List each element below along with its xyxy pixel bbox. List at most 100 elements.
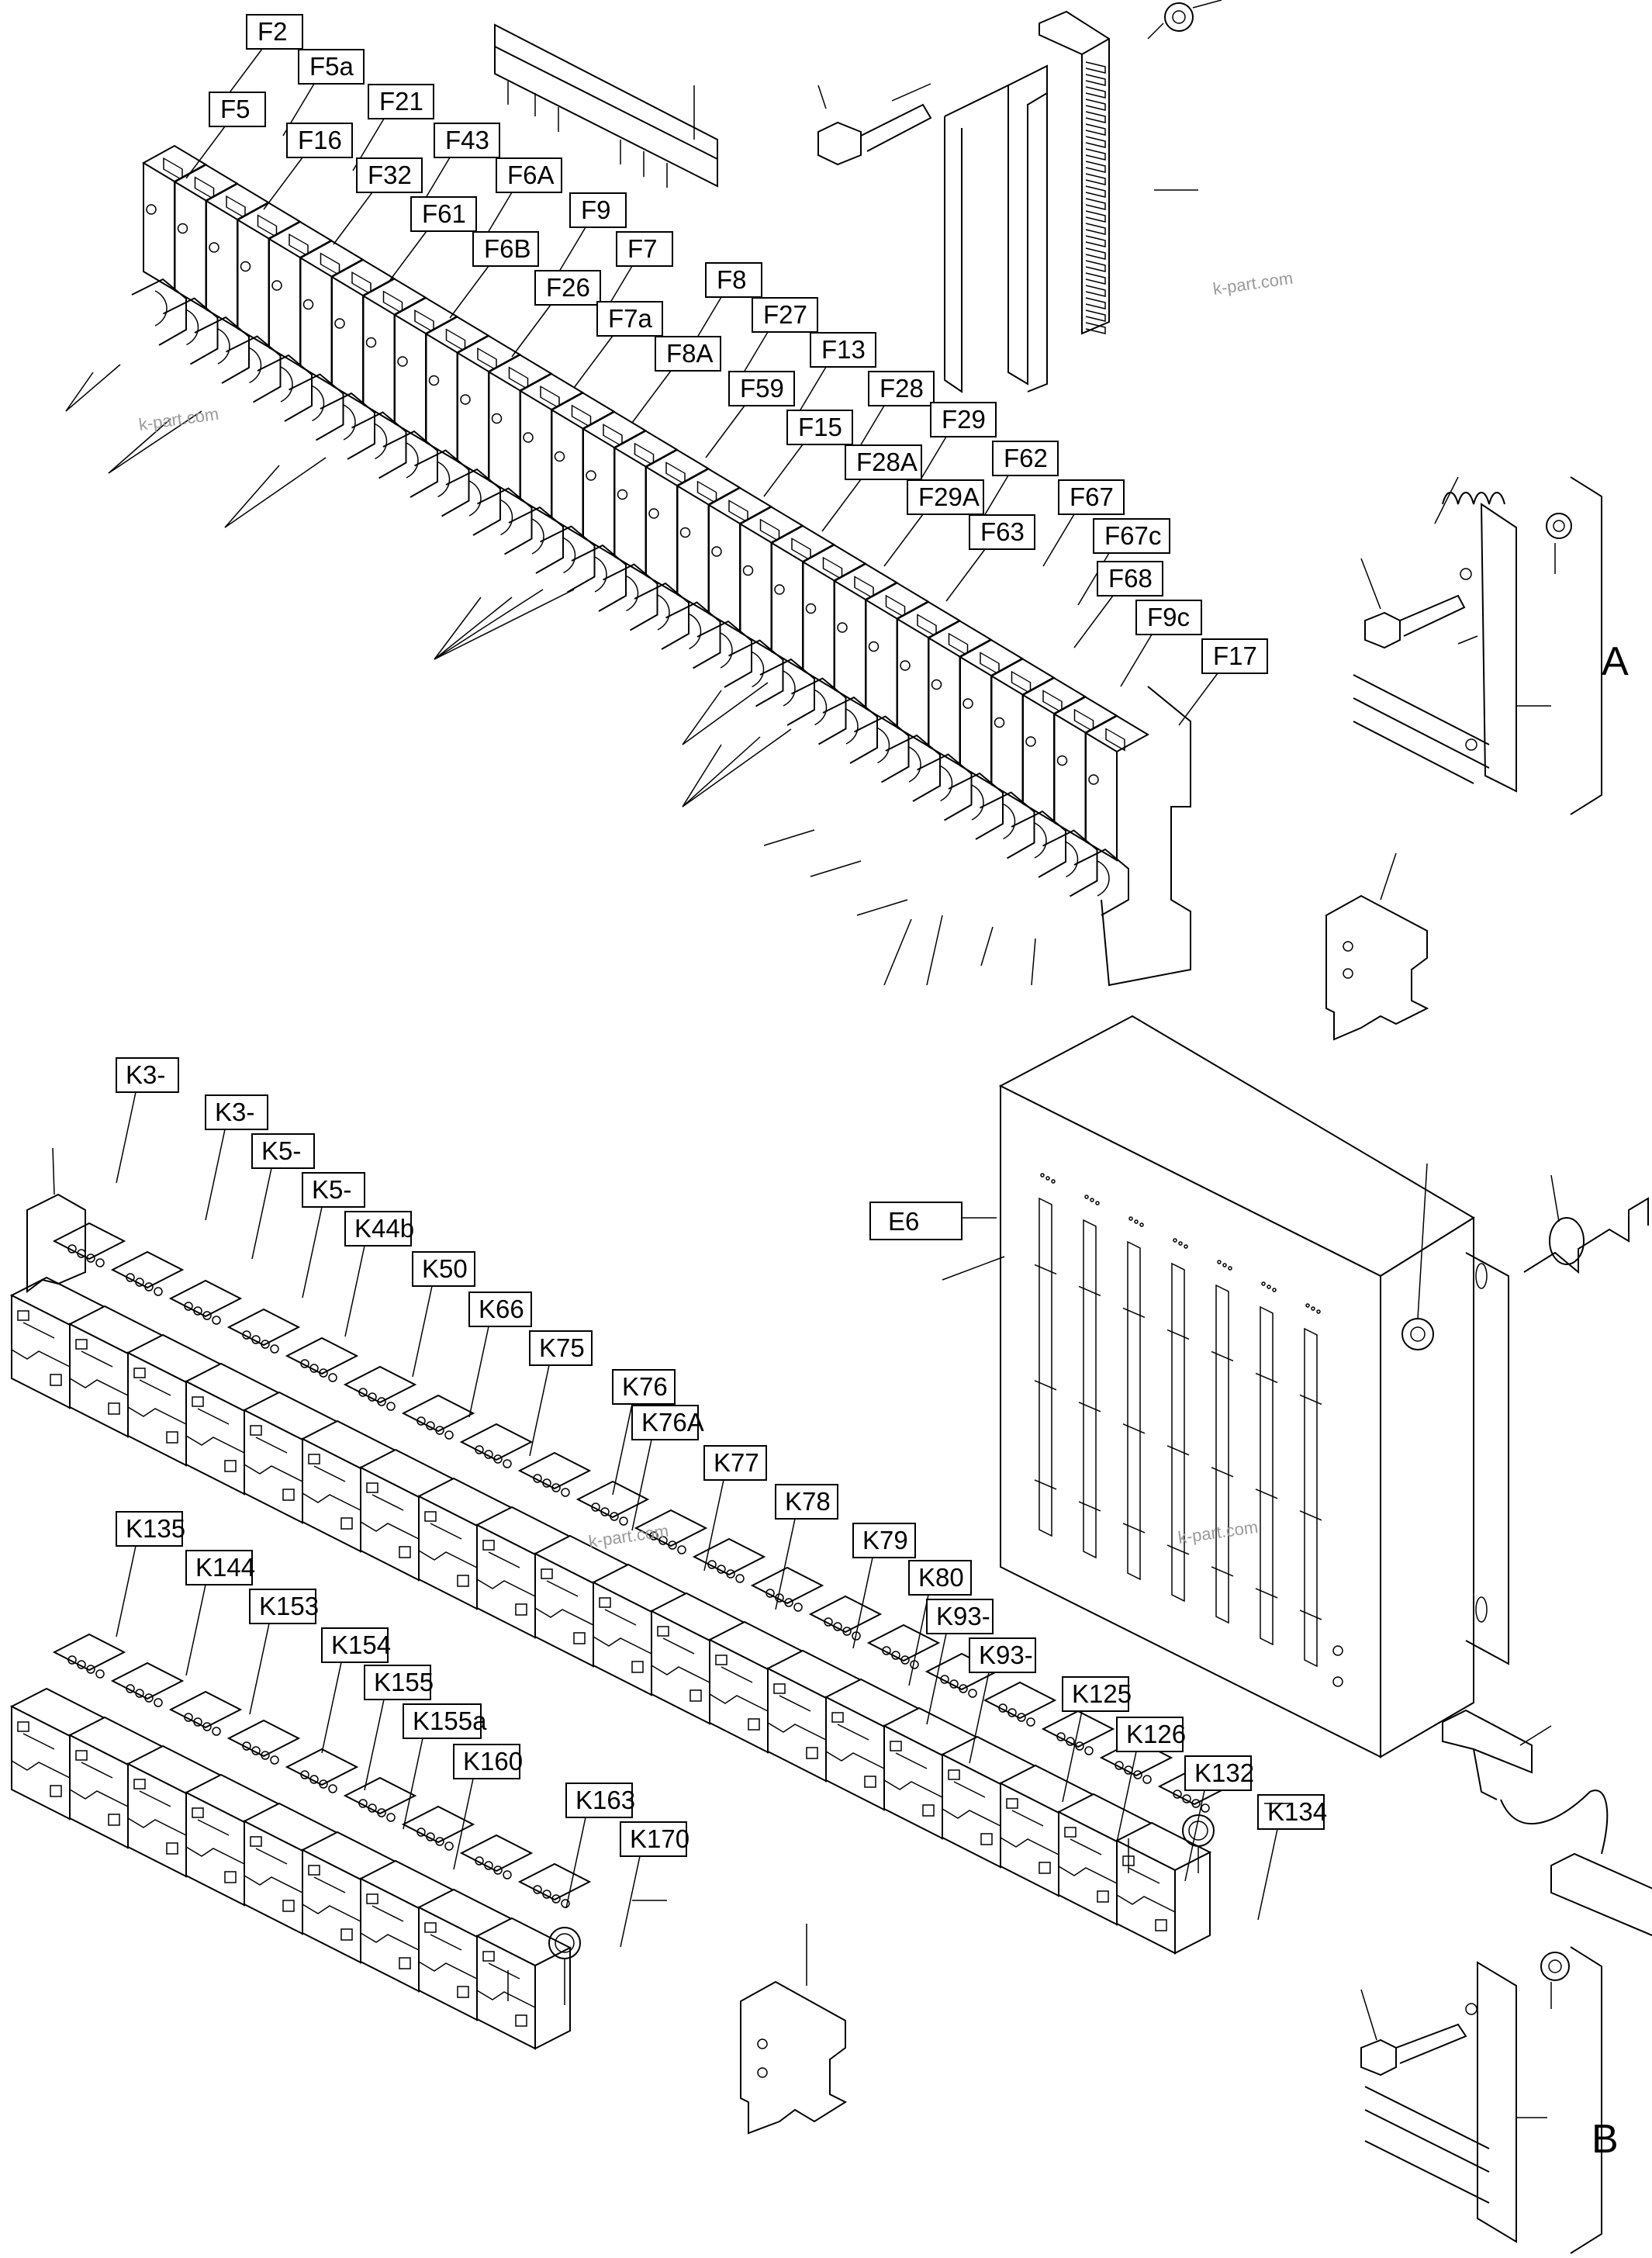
relay-label-text: K44b bbox=[354, 1214, 414, 1243]
spare-fuse-holder-top bbox=[1325, 852, 1429, 1041]
relay-label-text: K135 bbox=[126, 1514, 185, 1543]
relay-label-text: K79 bbox=[862, 1526, 908, 1554]
relay-label-text: K3- bbox=[126, 1060, 165, 1089]
watermark-4: k-part.com bbox=[587, 1521, 669, 1551]
fuse-label: F8A bbox=[655, 336, 721, 372]
bus-bar-comb bbox=[494, 23, 718, 188]
relay-label-text: K154 bbox=[331, 1630, 391, 1659]
relay-label-text: K163 bbox=[575, 1786, 635, 1814]
relay-label: K80 bbox=[908, 1560, 972, 1596]
relay-label: K93- bbox=[969, 1637, 1036, 1673]
relay-label: K79 bbox=[852, 1523, 916, 1558]
fuse-label: F29 bbox=[930, 402, 997, 437]
din-rail-channel bbox=[817, 0, 1222, 393]
fuse-label: F27 bbox=[752, 297, 818, 333]
spare-fuse-holder-bottom bbox=[740, 1924, 848, 2135]
relay-label: K66 bbox=[468, 1292, 532, 1327]
relay-label: K93- bbox=[926, 1599, 994, 1634]
enclosure-e6: E6 bbox=[869, 1015, 1649, 1758]
watermark-1: k-part.com bbox=[1211, 268, 1294, 299]
fuse-label-text: F68 bbox=[1108, 564, 1153, 593]
fuse-label-text: F67 bbox=[1070, 482, 1114, 511]
relay-label: K76 bbox=[612, 1369, 676, 1405]
fuse-label-text: F13 bbox=[821, 335, 866, 364]
relay-label-text: K170 bbox=[630, 1824, 689, 1853]
relay-label: K126 bbox=[1116, 1717, 1186, 1752]
fuse-label-text: F7 bbox=[627, 234, 658, 263]
fuse-module bbox=[445, 334, 522, 536]
fuse-label: F28 bbox=[868, 371, 935, 406]
fuse-label-text: F6A bbox=[507, 161, 555, 189]
relay-label-text: K155a bbox=[413, 1706, 487, 1735]
relay-label-text: K134 bbox=[1267, 1797, 1327, 1826]
relay-label: K3- bbox=[205, 1094, 268, 1130]
relay-label: K163 bbox=[565, 1783, 635, 1818]
relay-label-text: K132 bbox=[1194, 1758, 1254, 1787]
detail-a-bracket: A bbox=[1353, 476, 1629, 815]
fuse-label: F68 bbox=[1097, 561, 1163, 596]
relay-label-text: K5- bbox=[261, 1136, 301, 1165]
relay-label-text: K93- bbox=[936, 1602, 990, 1630]
fuse-label-text: F29A bbox=[918, 482, 980, 511]
fuse-module bbox=[917, 620, 993, 821]
relay-label: K144 bbox=[185, 1550, 255, 1585]
fuse-label: F5 bbox=[209, 92, 266, 127]
fuse-label-text: F59 bbox=[740, 374, 784, 403]
fuse-label-text: F5 bbox=[220, 95, 251, 123]
relay-label-text: K77 bbox=[714, 1448, 759, 1477]
relay-label: K76A bbox=[631, 1405, 704, 1440]
fuse-label-text: F28A bbox=[856, 448, 918, 476]
fuse-label-text: F6B bbox=[484, 234, 531, 263]
fuse-module bbox=[163, 164, 239, 365]
fuse-label: F17 bbox=[1201, 638, 1268, 674]
detail-b-bracket: B bbox=[1360, 1946, 1619, 2254]
relay-label-text: K75 bbox=[539, 1333, 585, 1362]
fuse-label-text: F28 bbox=[880, 374, 924, 403]
relay-label: K134 bbox=[1257, 1794, 1327, 1830]
fuse-label-text: F8A bbox=[666, 339, 714, 368]
fuse-label: F32 bbox=[356, 157, 423, 193]
relay-label-text: K50 bbox=[422, 1254, 468, 1283]
fuse-label: F6A bbox=[496, 157, 562, 193]
relay-label-text: K125 bbox=[1072, 1679, 1132, 1708]
relay-label: K5- bbox=[251, 1133, 315, 1169]
fuse-module bbox=[603, 430, 679, 631]
fuse-label: F16 bbox=[286, 123, 353, 158]
relay-label-text: K93- bbox=[979, 1641, 1033, 1669]
relay-label: K155a bbox=[403, 1703, 487, 1739]
relay-label: K135 bbox=[116, 1511, 185, 1547]
relay-label: K50 bbox=[412, 1251, 475, 1287]
relay-label-text: K144 bbox=[195, 1553, 255, 1582]
fuse-label: F29A bbox=[907, 479, 984, 515]
fuse-label-text: F7a bbox=[608, 304, 653, 333]
fuse-label-text: F27 bbox=[763, 300, 807, 329]
fuse-module bbox=[540, 392, 616, 593]
fuse-label: F28A bbox=[845, 444, 922, 480]
relay-label-text: K155 bbox=[374, 1668, 434, 1696]
fuse-label-text: F32 bbox=[368, 161, 412, 189]
relay-label: K44b bbox=[344, 1211, 414, 1247]
relay-label: K153 bbox=[249, 1589, 319, 1624]
fuse-label-text: F61 bbox=[422, 199, 466, 228]
relay-module bbox=[766, 1595, 883, 1783]
fuse-label: F61 bbox=[410, 196, 477, 232]
relay-label: K5- bbox=[302, 1172, 365, 1208]
relay-label: K77 bbox=[703, 1445, 767, 1481]
relay-label: K3- bbox=[116, 1057, 179, 1093]
fuse-label: F43 bbox=[434, 123, 500, 158]
fuse-label-text: F62 bbox=[1004, 444, 1048, 472]
relay-bank-upper: K3-K3-K5-K5-K44bK50K66K75K76K76AK77K78K7… bbox=[9, 1057, 1327, 1955]
relay-label: K155 bbox=[364, 1665, 434, 1700]
label-e6 bbox=[869, 1202, 963, 1240]
fuse-label-text: F63 bbox=[980, 517, 1025, 546]
relay-label-text: K78 bbox=[785, 1487, 831, 1516]
fuse-label: F59 bbox=[728, 371, 795, 406]
fuse-label-text: F8 bbox=[717, 265, 747, 294]
fuse-label: F6B bbox=[472, 231, 539, 267]
relay-label-text: K5- bbox=[312, 1175, 351, 1204]
fuse-label-text: F9c bbox=[1147, 603, 1190, 631]
relay-module bbox=[1115, 1767, 1232, 1955]
